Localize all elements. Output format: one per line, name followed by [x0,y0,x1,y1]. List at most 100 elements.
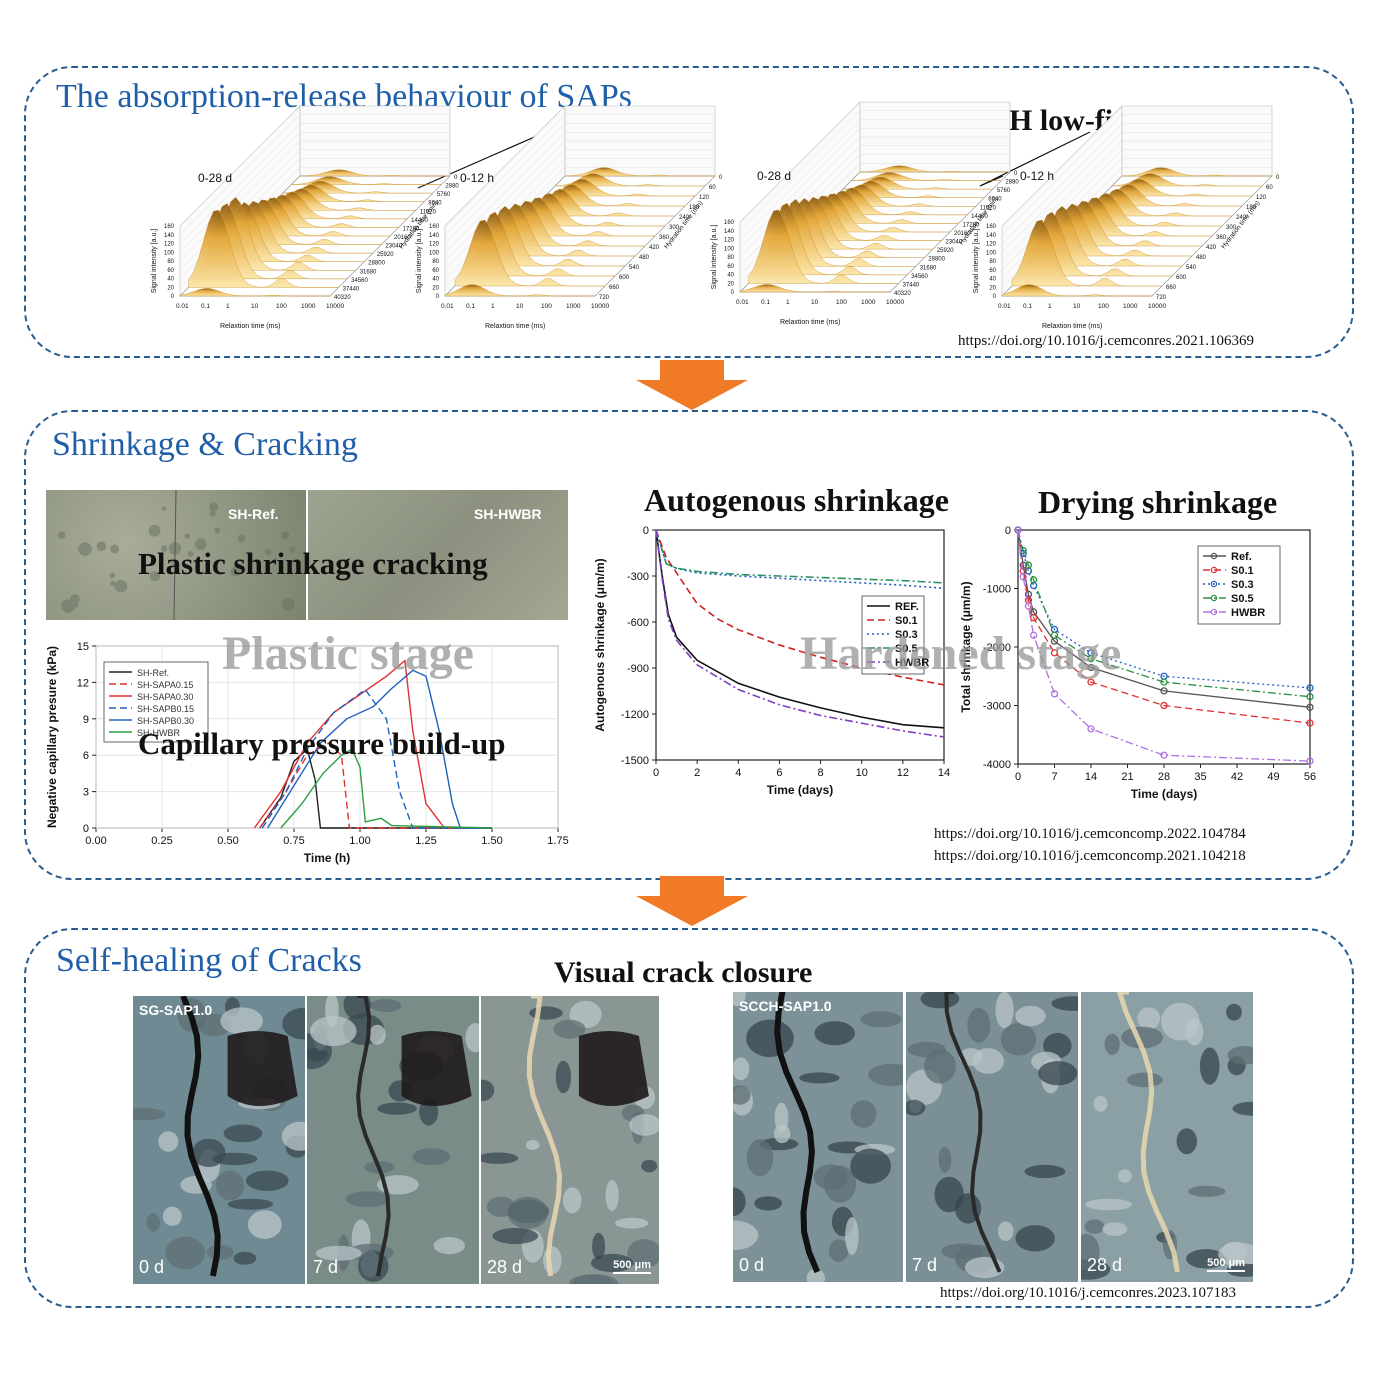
y-tick-label: 100 [724,246,735,252]
grid-line [739,119,861,240]
depth-tick-label: 660 [609,285,620,291]
surface-pit [187,551,194,557]
doi-link[interactable]: https://doi.org/10.1016/j.cemconcomp.202… [934,826,1246,842]
aggregate [465,1023,479,1053]
aggregate [746,1139,774,1177]
y-tick-label: 9 [83,714,89,726]
data-point [1306,703,1314,711]
y-axis-label: Signal intensity [a.u.] [711,225,718,290]
photo-texture [906,992,1078,1279]
photo-texture [481,996,659,1284]
series-line [655,529,945,584]
doi-link[interactable]: https://doi.org/10.1016/j.cemconres.2021… [958,333,1254,349]
y-tick-label: 100 [986,250,997,256]
data-point [1087,678,1095,686]
depth-tick-label: 20160 [394,235,411,241]
x-tick-label: 0.1 [466,303,475,310]
aggregate [162,1206,182,1226]
depth-tick-label: 14400 [411,218,428,224]
nmr-slice [464,211,615,277]
depth-tick-label: 600 [619,275,630,281]
x-tick-label: 0.50 [217,835,238,847]
doi-link[interactable]: https://doi.org/10.1016/j.cemconres.2023… [940,1285,1236,1301]
surface-texture [58,490,296,620]
depth-tick-label: 8640 [428,201,442,207]
day-label: 28 d [1087,1255,1123,1275]
x-tick-label: 0.25 [151,835,172,847]
nmr-slice [564,167,715,177]
aggregate [1051,996,1078,1011]
y-tick-label: 15 [77,641,89,653]
surface-pit [194,538,207,550]
nmr-slice [1021,211,1172,277]
grid-line [179,114,301,235]
x-tick-label: 1.50 [481,835,502,847]
series-line [267,669,492,829]
data-point [1160,678,1168,686]
legend-marker [1210,566,1218,574]
depth-tick-label: 8640 [988,197,1002,203]
grid-line [739,136,861,258]
depth-tick-label: 540 [629,265,640,271]
aggregate [733,1187,746,1216]
legend-label: S0.3 [1231,579,1254,591]
nmr-slice [179,288,330,297]
x-axis-label: Relaxtion time (ms) [485,323,545,330]
aggregate [1137,1007,1161,1030]
aggregate [845,1217,859,1255]
series-line [655,529,945,738]
depth-tick-label: 300 [1226,225,1237,231]
surface-pit [282,598,295,611]
nmr-slice [1001,284,1152,297]
y-tick-label: 40 [727,273,734,279]
y-tick-label: 0 [83,823,89,835]
x-tick-label: 10000 [591,303,609,310]
aggregate [860,1011,902,1028]
depth-tick-label: 11520 [420,209,437,215]
x-axis-label: Relaxtion time (ms) [780,319,840,326]
aggregate [369,1024,386,1045]
x-tick-label: 0.1 [1023,303,1032,310]
aggregate [641,1159,658,1173]
surface-pit [96,541,107,551]
grid-line [739,110,861,231]
y-tick-label: 140 [724,229,735,235]
x-tick-label: 7 [1051,771,1057,783]
y-tick-label: 40 [167,277,174,283]
x-tick-label: 0 [653,767,659,779]
depth-tick-label: 360 [1216,235,1227,241]
legend-label: S0.5 [895,643,918,655]
data-point [1029,614,1038,622]
x-axis-label: Time (days) [1131,787,1197,801]
data-point [1160,701,1168,710]
nmr-slice [739,284,890,293]
surface-pit [110,544,120,554]
aggregate [1038,1061,1078,1086]
depth-tick-label: 17280 [963,222,980,228]
depth-tick-label: 60 [1266,185,1273,191]
aggregate [227,1198,274,1210]
y-tick-label: 120 [724,238,735,244]
x-tick-label: 10 [516,303,524,310]
crack-line [944,992,1002,1273]
y-tick-label: 80 [989,259,996,265]
legend-label: SH-SAPA0.15 [137,680,193,690]
photo-texture [1081,992,1253,1280]
photo-texture [307,996,479,1282]
legend-label: SH-HWBR [137,728,180,738]
capillary-label: Capillary pressure build-up [138,726,506,761]
doi-link[interactable]: https://doi.org/10.1016/j.cemconcomp.202… [934,848,1246,864]
aggregate [934,1176,964,1213]
surface-pit [61,599,75,613]
x-tick-label: 1.75 [547,835,568,847]
y-tick-label: 20 [989,285,996,291]
aggregate [433,1237,465,1255]
day-label: 7 d [313,1257,339,1277]
x-tick-label: 1 [226,303,230,310]
data-point [1306,684,1314,692]
aggregate [733,992,746,1007]
series-line [259,742,492,829]
surface-pit [161,506,167,511]
